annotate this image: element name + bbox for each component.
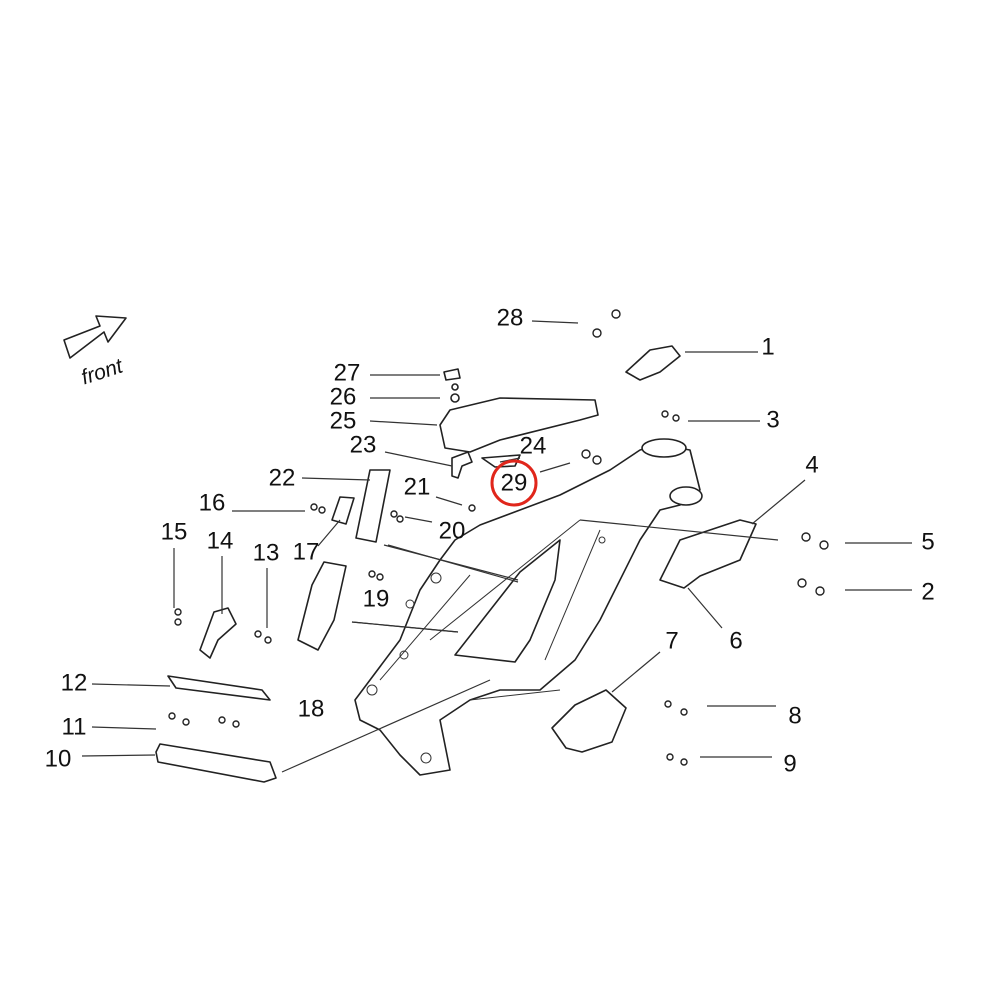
callout-27: 27 (334, 360, 361, 387)
part-22-pad (355, 469, 391, 543)
frame-part (354, 438, 703, 776)
part-27-plate (443, 368, 461, 381)
front-arrow-icon (63, 315, 127, 359)
callout-22: 22 (269, 465, 296, 492)
fasteners (168, 309, 829, 766)
part-14-bracket (199, 607, 237, 659)
callout-28: 28 (497, 305, 524, 332)
callout-19: 19 (363, 586, 390, 613)
front-label: front (78, 354, 126, 389)
part-1-bracket (625, 345, 681, 381)
part-18-guard (297, 561, 347, 651)
leader-line-28 (531, 320, 579, 324)
callout-5: 5 (921, 529, 934, 556)
leader-line-11 (91, 726, 157, 730)
part-25-cover (439, 397, 599, 453)
part-17-pad (331, 496, 355, 525)
callout-16: 16 (199, 490, 226, 517)
leader-line-23 (384, 451, 453, 467)
callout-24: 24 (520, 433, 547, 460)
part-23-clip (451, 451, 473, 479)
callout-6: 6 (729, 628, 742, 655)
part-24-strip (481, 454, 521, 468)
callout-1: 1 (761, 334, 774, 361)
callout-13: 13 (253, 540, 280, 567)
leader-line-7 (611, 651, 661, 693)
leader-line-12 (91, 683, 171, 687)
highlight-circle (490, 459, 538, 507)
callout-4: 4 (805, 452, 818, 479)
part-12-strip (167, 675, 271, 701)
part-10-rail (155, 743, 277, 783)
callout-12: 12 (61, 670, 88, 697)
part-4-bracket (659, 519, 757, 589)
callout-11: 11 (62, 714, 87, 741)
leader-line-17 (317, 519, 341, 547)
callout-17: 17 (293, 539, 320, 566)
callout-20: 20 (439, 518, 466, 545)
callout-10: 10 (45, 746, 72, 773)
callout-23: 23 (350, 432, 377, 459)
leader-line-6 (687, 587, 723, 629)
leader-line-10 (81, 754, 156, 757)
leader-line (281, 679, 491, 773)
leader-line-22 (301, 477, 371, 481)
callout-7: 7 (665, 628, 678, 655)
leader-line-25 (369, 420, 438, 426)
leader-line-4 (751, 479, 806, 525)
callout-9: 9 (783, 751, 796, 778)
part-26-washer (450, 393, 460, 403)
callout-8: 8 (788, 703, 801, 730)
callout-26: 26 (330, 384, 357, 411)
callout-18: 18 (298, 696, 325, 723)
callout-29: 29 (501, 470, 528, 497)
leader-line-20 (404, 516, 433, 523)
callout-15: 15 (161, 519, 188, 546)
leader-line (579, 519, 779, 541)
leader-line (387, 544, 519, 583)
leader-line-29 (539, 462, 571, 473)
leader-line (351, 621, 459, 633)
part-7-guard (551, 689, 627, 753)
callout-3: 3 (766, 407, 779, 434)
callout-2: 2 (921, 579, 934, 606)
callout-25: 25 (330, 408, 357, 435)
callout-21: 21 (404, 474, 431, 501)
leader-line-21 (435, 496, 463, 506)
callout-14: 14 (207, 528, 234, 555)
